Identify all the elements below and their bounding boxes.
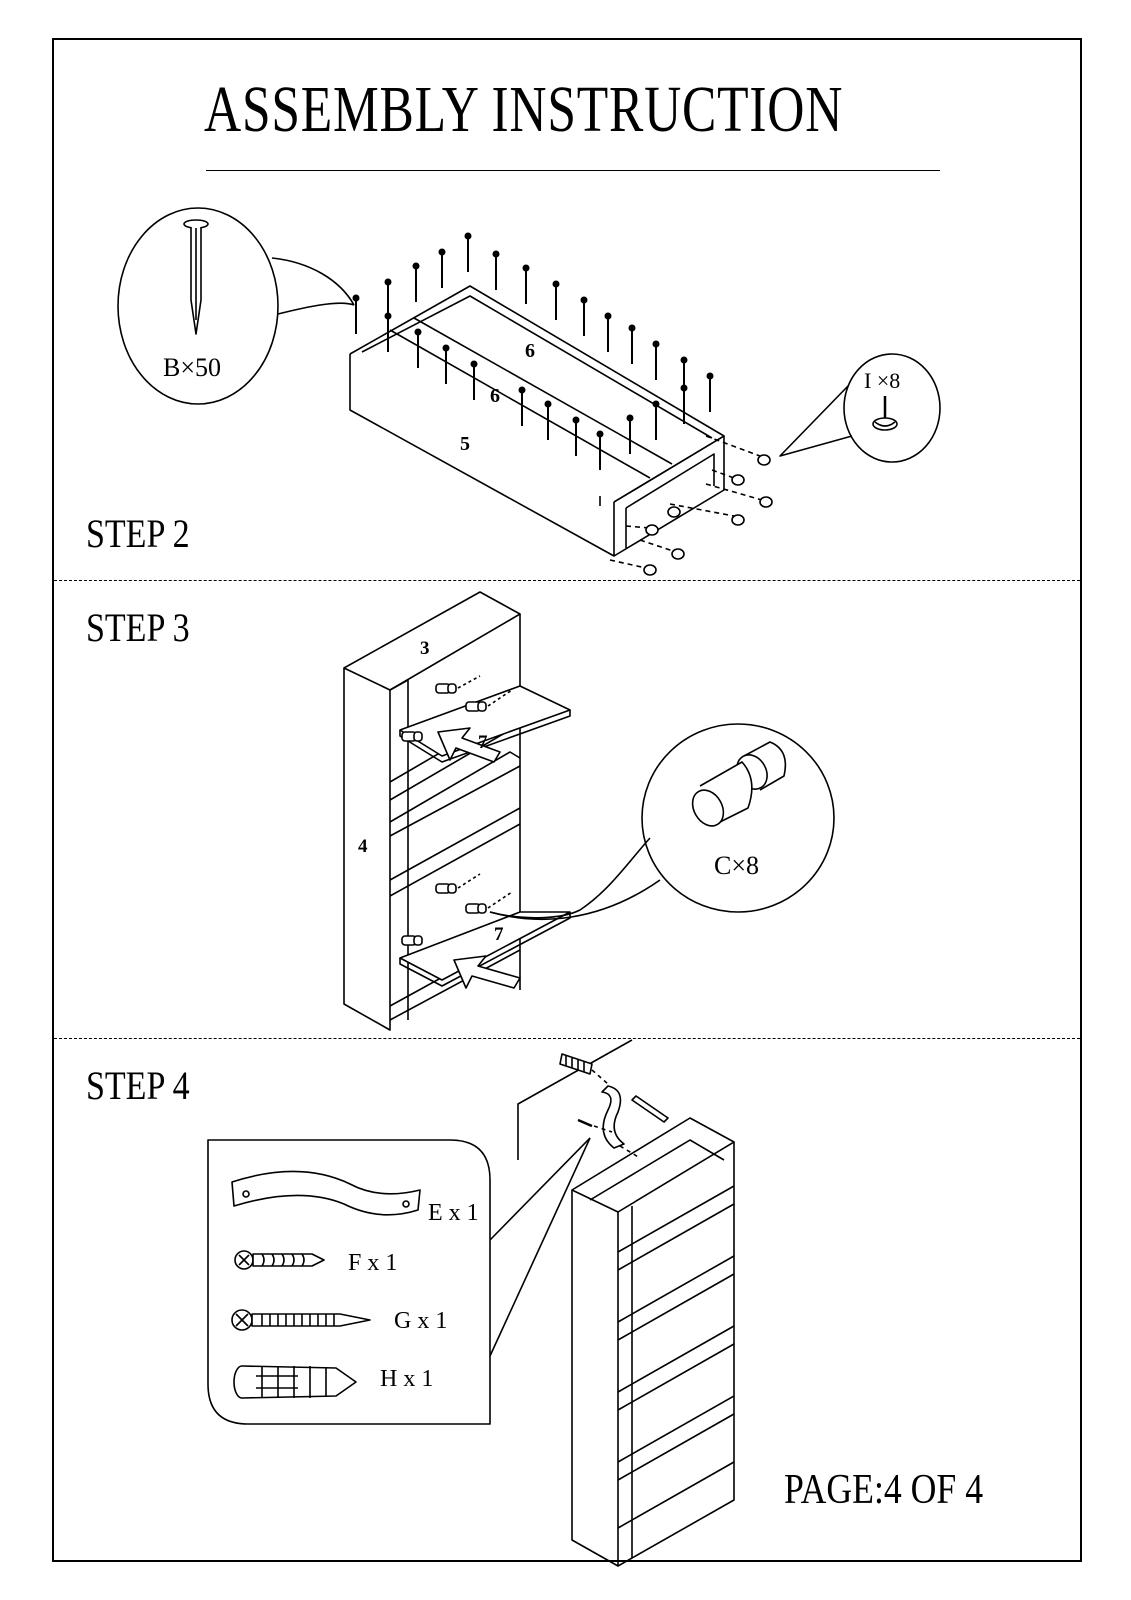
step-3-illustration: 3 4 7 7 C×8 <box>343 591 835 1031</box>
step-divider-1 <box>54 580 1080 581</box>
long-screw-exploded <box>631 1095 669 1123</box>
step-2-carcass <box>349 285 725 557</box>
part-number-3: 3 <box>420 638 430 659</box>
wall-strap-exploded <box>601 1085 625 1149</box>
glide-set <box>609 435 773 576</box>
page-title: ASSEMBLY INSTRUCTION <box>204 73 844 146</box>
anchor-code: H x 1 <box>380 1366 433 1392</box>
shelf-7-lower <box>399 911 571 987</box>
part-number-7-upper: 7 <box>478 732 488 753</box>
step-3-bookcase <box>343 591 521 1031</box>
short-screw-icon <box>234 1250 325 1270</box>
wall-strap-icon <box>231 1170 421 1216</box>
step-2-illustration: B×50 <box>117 207 941 576</box>
nail-icon <box>183 219 209 335</box>
part-number-6-mid: 6 <box>490 385 500 407</box>
step-4-label: STEP 4 <box>86 1063 190 1108</box>
part-number-7-lower: 7 <box>494 924 504 945</box>
wall-anchor-icon <box>233 1365 357 1399</box>
glide-code: I ×8 <box>864 368 900 393</box>
long-screw-code: G x 1 <box>394 1308 447 1334</box>
furniture-glide-icon <box>872 396 898 431</box>
nails-row <box>352 232 714 470</box>
title-underline <box>206 170 940 171</box>
wall-outline <box>517 1039 633 1160</box>
shelf-pins <box>401 683 487 946</box>
shelf-pin-icon <box>691 741 787 827</box>
short-screw-code: F x 1 <box>348 1250 397 1276</box>
parts-box: E x 1 F x 1 G x 1 <box>207 1137 591 1425</box>
part-number-4: 4 <box>358 836 368 857</box>
strap-code: E x 1 <box>428 1200 479 1226</box>
glide-callout: I ×8 <box>779 353 941 463</box>
part-number-6-top: 6 <box>525 340 535 362</box>
push-arrow-lower-icon <box>453 955 521 989</box>
part-number-5: 5 <box>460 433 470 455</box>
step-divider-2 <box>54 1038 1080 1039</box>
pin-callout: C×8 <box>489 723 835 921</box>
long-screw-icon <box>231 1309 371 1331</box>
page-number: PAGE:4 OF 4 <box>784 1467 984 1513</box>
step-4-illustration: E x 1 F x 1 G x 1 <box>207 1039 735 1567</box>
push-arrow-upper-icon <box>437 727 501 763</box>
step-4-bookcase <box>571 1117 735 1567</box>
page-frame <box>52 38 1082 1562</box>
short-screw-exploded <box>577 1118 593 1128</box>
step-2-label: STEP 2 <box>86 511 190 556</box>
nail-code: B×50 <box>163 353 221 382</box>
wall-anchor-exploded <box>559 1053 593 1075</box>
step-3-label: STEP 3 <box>86 605 190 650</box>
pin-code: C×8 <box>714 851 759 880</box>
nail-callout: B×50 <box>117 207 355 405</box>
